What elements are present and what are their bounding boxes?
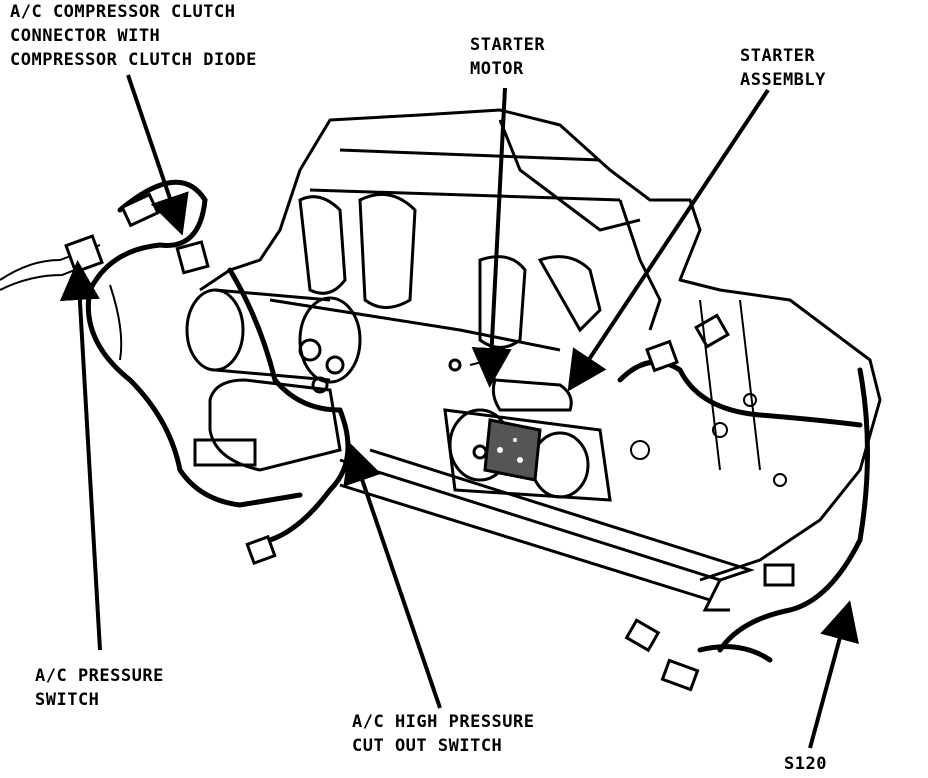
leader-starter-assembly (567, 88, 770, 392)
callout-line: ASSEMBLY (740, 70, 826, 90)
callout-ac-compressor-clutch: A/C COMPRESSOR CLUTCH CONNECTOR WITH COM… (10, 0, 257, 72)
callout-starter-motor: STARTER MOTOR (470, 33, 545, 81)
callout-line: MOTOR (470, 59, 524, 79)
starter-body (443, 408, 612, 502)
callout-line: STARTER (740, 46, 816, 66)
callout-line: STARTER (470, 35, 546, 55)
leader-ac-high-pressure (343, 442, 442, 709)
leader-ac-pressure-switch (59, 260, 102, 651)
manifold-ports (269, 192, 602, 352)
starter-motor (185, 288, 362, 394)
callout-s120: S120 (784, 752, 827, 776)
callout-line: A/C PRESSURE (35, 666, 164, 686)
callout-line: S120 (784, 754, 827, 774)
callout-line: CONNECTOR WITH (10, 26, 161, 46)
callout-ac-pressure-switch: A/C PRESSURE SWITCH (35, 664, 164, 712)
callout-line: SWITCH (35, 690, 100, 710)
leader-starter-motor (471, 87, 512, 388)
starter-assembly-body (491, 378, 573, 412)
callout-line: CUT OUT SWITCH (352, 736, 503, 756)
callout-line: A/C HIGH PRESSURE (352, 712, 535, 732)
callout-line: COMPRESSOR CLUTCH DIODE (10, 50, 257, 70)
solenoid (193, 378, 342, 472)
leader-lines (59, 74, 859, 749)
leader-s120 (808, 600, 859, 749)
frame-rail (339, 448, 755, 612)
leader-ac-compressor-clutch (126, 74, 189, 236)
engine-block (199, 108, 882, 582)
callout-ac-high-pressure: A/C HIGH PRESSURE CUT OUT SWITCH (352, 710, 535, 758)
callout-line: A/C COMPRESSOR CLUTCH (10, 2, 236, 22)
callout-starter-assembly: STARTER ASSEMBLY (740, 44, 826, 92)
transmission-detail (630, 299, 787, 487)
